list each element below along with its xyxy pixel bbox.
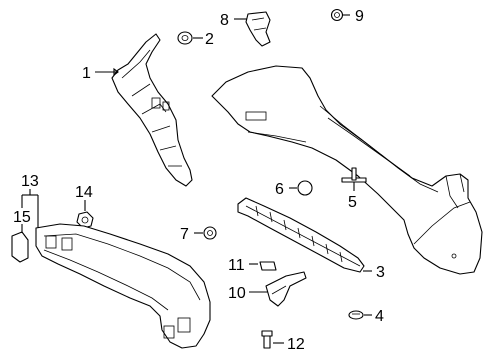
- callout-13: 13: [21, 173, 39, 190]
- reinforcement-beam-part[interactable]: [237, 197, 365, 273]
- bumper-cover-part[interactable]: [211, 65, 483, 275]
- callout-8: 8: [220, 12, 229, 29]
- callout-7: 7: [180, 226, 189, 243]
- callout-6: 6: [275, 181, 284, 198]
- callout-1: 1: [82, 65, 91, 82]
- screw-part[interactable]: [261, 330, 273, 349]
- callout-10: 10: [228, 285, 246, 302]
- callout-3: 3: [376, 264, 385, 281]
- callout-12: 12: [287, 336, 305, 353]
- callout-15: 15: [13, 209, 31, 226]
- clip-part-4[interactable]: [348, 310, 364, 320]
- side-bracket-part[interactable]: [111, 33, 193, 187]
- lower-bar-part[interactable]: [35, 223, 211, 349]
- cover-part[interactable]: [11, 231, 29, 263]
- bracket-part[interactable]: [245, 11, 271, 47]
- bolt-part[interactable]: [341, 167, 367, 183]
- callout-labels: 1 2 3 4 5 6 7 8 9 10 11 12 13 14 15: [13, 8, 385, 353]
- callout-5: 5: [348, 194, 357, 211]
- washer-part[interactable]: [297, 180, 313, 196]
- callout-2: 2: [205, 31, 214, 48]
- nut-part-7[interactable]: [203, 226, 217, 240]
- nut-part[interactable]: [177, 31, 193, 45]
- pad-part[interactable]: [259, 261, 277, 271]
- nut-part-14[interactable]: [76, 211, 94, 229]
- callout-4: 4: [375, 308, 384, 325]
- callout-9: 9: [355, 8, 364, 25]
- callout-14: 14: [75, 184, 93, 201]
- leader-lines: [21, 14, 372, 344]
- clip-part[interactable]: [330, 8, 344, 22]
- callout-11: 11: [228, 257, 245, 274]
- small-bracket-part[interactable]: [265, 271, 307, 307]
